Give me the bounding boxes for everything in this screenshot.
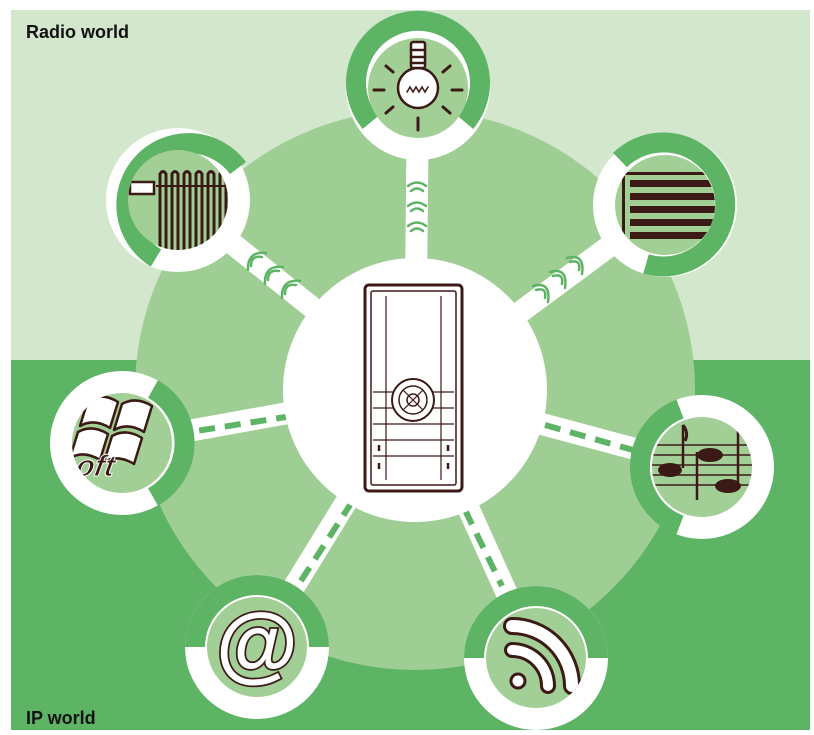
radio-world-label: Radio world (26, 22, 129, 42)
light-bulb-icon (372, 40, 464, 132)
device-music[interactable] (629, 395, 774, 539)
device-windows[interactable]: Microsoft (0, 371, 195, 515)
device-email[interactable]: @ (185, 575, 329, 719)
device-light[interactable] (346, 10, 490, 160)
rss-feed-icon (503, 617, 581, 695)
wireless-link-shutter (531, 255, 584, 304)
wired-links (189, 413, 641, 592)
device-heating[interactable] (106, 128, 250, 272)
wireless-link-light (406, 181, 428, 233)
wired-link-music (544, 422, 641, 455)
remote-control-panel-icon[interactable] (363, 283, 464, 493)
svg-text:@: @ (216, 596, 298, 690)
device-rss[interactable] (464, 586, 608, 730)
radiator-icon (128, 170, 228, 250)
wired-link-windows (189, 413, 293, 435)
music-notes-icon (652, 424, 752, 500)
roller-shutter-icon (622, 172, 715, 255)
wireless-link-heating (246, 251, 302, 300)
ip-world-label: IP world (26, 708, 96, 728)
at-sign-icon: @ (214, 596, 299, 692)
wired-link-email (292, 500, 355, 592)
device-shutter[interactable] (593, 132, 737, 277)
wired-link-rss (462, 508, 505, 588)
